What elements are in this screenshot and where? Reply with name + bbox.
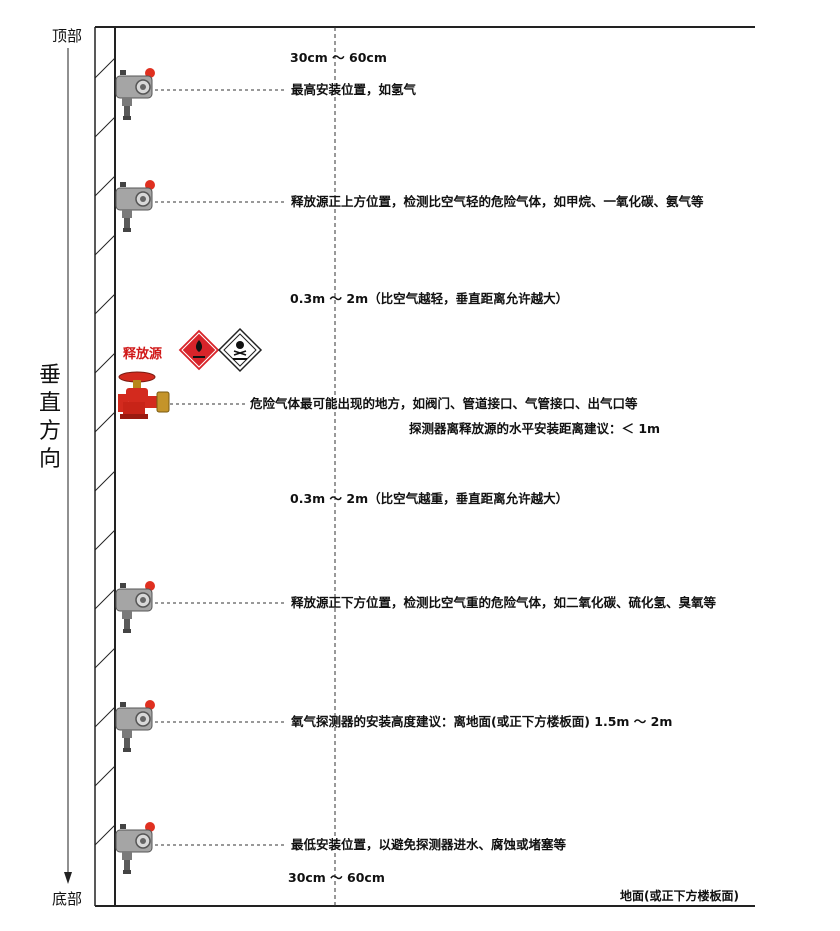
toxic-gas-diamond-icon (217, 327, 263, 373)
vertical-direction-label: 垂 直 方 向 (35, 362, 65, 474)
lowest-position-annotation: 最低安装位置，以避免探测器进水、腐蚀或堵塞等 (291, 837, 567, 852)
below-source-annotation: 释放源正下方位置，检测比空气重的危险气体，如二氧化碳、硫化氢、臭氧等 (291, 595, 717, 610)
oxygen-detector-annotation: 氧气探测器的安装高度建议：离地面(或正下方楼板面) 1.5m ～ 2m (291, 714, 673, 729)
source-location-annotation: 危险气体最可能出现的地方，如阀门、管道接口、气管接口、出气口等 (250, 396, 638, 411)
above-source-annotation: 释放源正上方位置，检测比空气轻的危险气体，如甲烷、一氧化碳、氨气等 (291, 194, 704, 209)
gas-detector-icon (115, 67, 156, 121)
vertical-char: 直 (38, 391, 61, 416)
vertical-char: 方 (38, 419, 61, 444)
gap-top-annotation: 30cm ～ 60cm (290, 50, 387, 65)
gas-detector-icon (115, 179, 156, 233)
top-label: 顶部 (52, 27, 83, 45)
gas-detector-icon (115, 580, 156, 634)
vertical-char: 垂 (38, 363, 61, 388)
ground-label: 地面(或正下方楼板面) (620, 889, 739, 903)
gap-bottom-annotation: 30cm ～ 60cm (288, 870, 385, 885)
horizontal-distance-annotation: 探测器离释放源的水平安装距离建议：＜ 1m (409, 421, 661, 436)
light-gas-range-annotation: 0.3m ～ 2m（比空气越轻，垂直距离允许越大） (290, 291, 569, 306)
highest-position-annotation: 最高安装位置，如氢气 (291, 82, 417, 97)
bottom-label: 底部 (52, 890, 83, 908)
release-source-label: 释放源 (123, 347, 163, 362)
heavy-gas-range-annotation: 0.3m ～ 2m（比空气越重，垂直距离允许越大） (290, 491, 569, 506)
gas-detector-icon (115, 699, 156, 753)
fire-valve-icon (118, 371, 170, 419)
vertical-char: 向 (38, 447, 61, 472)
flammable-gas-diamond-icon (177, 328, 221, 372)
gas-detector-icon (115, 821, 156, 875)
